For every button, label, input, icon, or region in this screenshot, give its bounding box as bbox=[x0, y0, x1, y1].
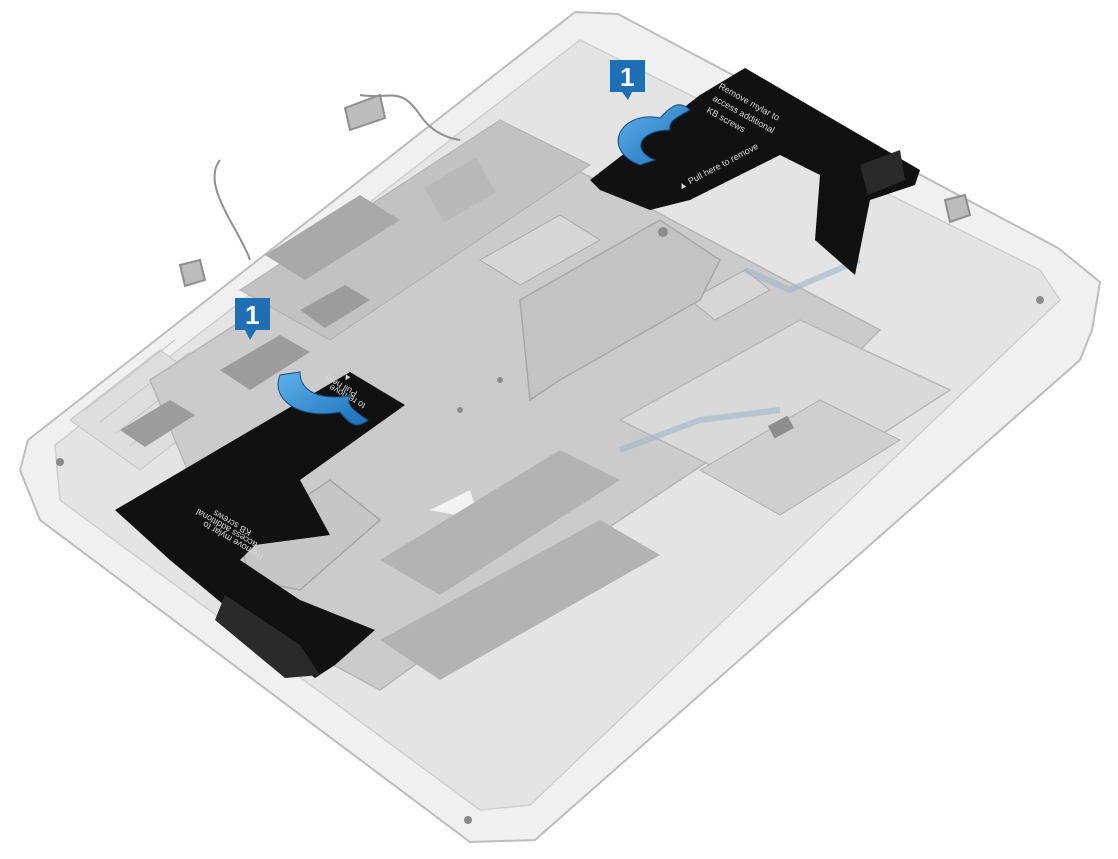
step-callout-right: 1 bbox=[610, 60, 645, 100]
touchpad-cable bbox=[618, 257, 862, 453]
peel-arrow-right bbox=[617, 104, 691, 166]
peel-arrow-left bbox=[277, 371, 369, 426]
step-callout-left: 1 bbox=[235, 298, 270, 340]
step-number-left: 1 bbox=[245, 300, 259, 330]
keyboard-plate bbox=[149, 119, 882, 691]
step-number-right: 1 bbox=[620, 62, 634, 92]
mylar-left-pull-tab-line-1: ▲ bbox=[340, 372, 353, 385]
component-blocks bbox=[120, 195, 660, 680]
touchpad bbox=[618, 319, 952, 516]
mylar-left: Remove mylar to access additional KB scr… bbox=[115, 372, 405, 678]
hinge-and-cables bbox=[178, 93, 972, 288]
